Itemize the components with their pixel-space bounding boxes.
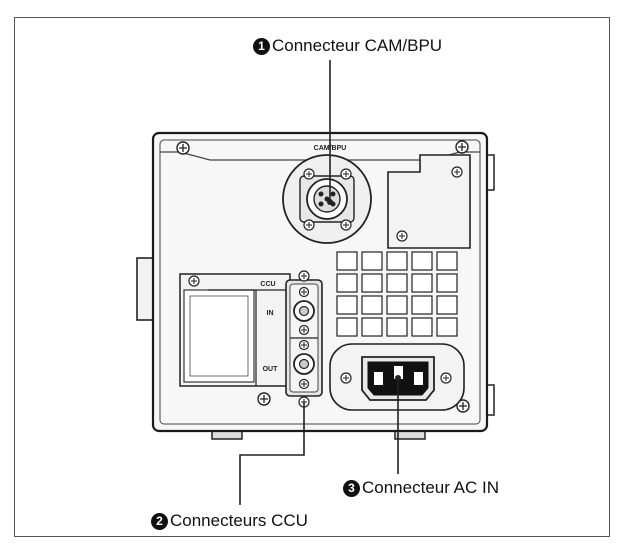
callout-number-badge: 2 xyxy=(151,512,168,530)
ccu-connectors xyxy=(285,279,323,397)
diagram-frame xyxy=(14,17,610,537)
callout-number-badge: 3 xyxy=(343,479,360,497)
corner-screw xyxy=(455,140,469,154)
leader-line-ccu xyxy=(239,402,305,505)
corner-screw xyxy=(257,392,271,406)
body-inner-edge xyxy=(159,139,481,425)
leader-dot xyxy=(395,375,401,381)
screw xyxy=(298,270,310,282)
ccu-panel xyxy=(179,273,291,387)
callout-number-badge: 1 xyxy=(253,37,270,55)
corner-screw xyxy=(176,141,190,155)
corner-screw xyxy=(456,399,470,413)
ccu-out-label: OUT xyxy=(263,366,279,373)
callout-label: Connecteurs CCU xyxy=(170,511,308,530)
cam-bpu-connector xyxy=(282,154,372,244)
ccu-out-connector xyxy=(293,353,315,375)
ccu-in-connector xyxy=(293,300,315,322)
ccu-in-label: IN xyxy=(267,310,274,317)
callout-ccu: 2 Connecteurs CCU xyxy=(151,511,308,531)
leader-dot xyxy=(327,199,333,205)
ventilation-grid xyxy=(336,251,458,337)
ccu-panel-label: CCU xyxy=(260,281,275,288)
callout-cam-bpu: 1 Connecteur CAM/BPU xyxy=(253,36,442,56)
callout-label: Connecteur CAM/BPU xyxy=(272,36,443,55)
callout-ac-in: 3 Connecteur AC IN xyxy=(343,478,499,498)
callout-label: Connecteur AC IN xyxy=(362,478,500,497)
blank-plate-top-right xyxy=(387,154,471,249)
